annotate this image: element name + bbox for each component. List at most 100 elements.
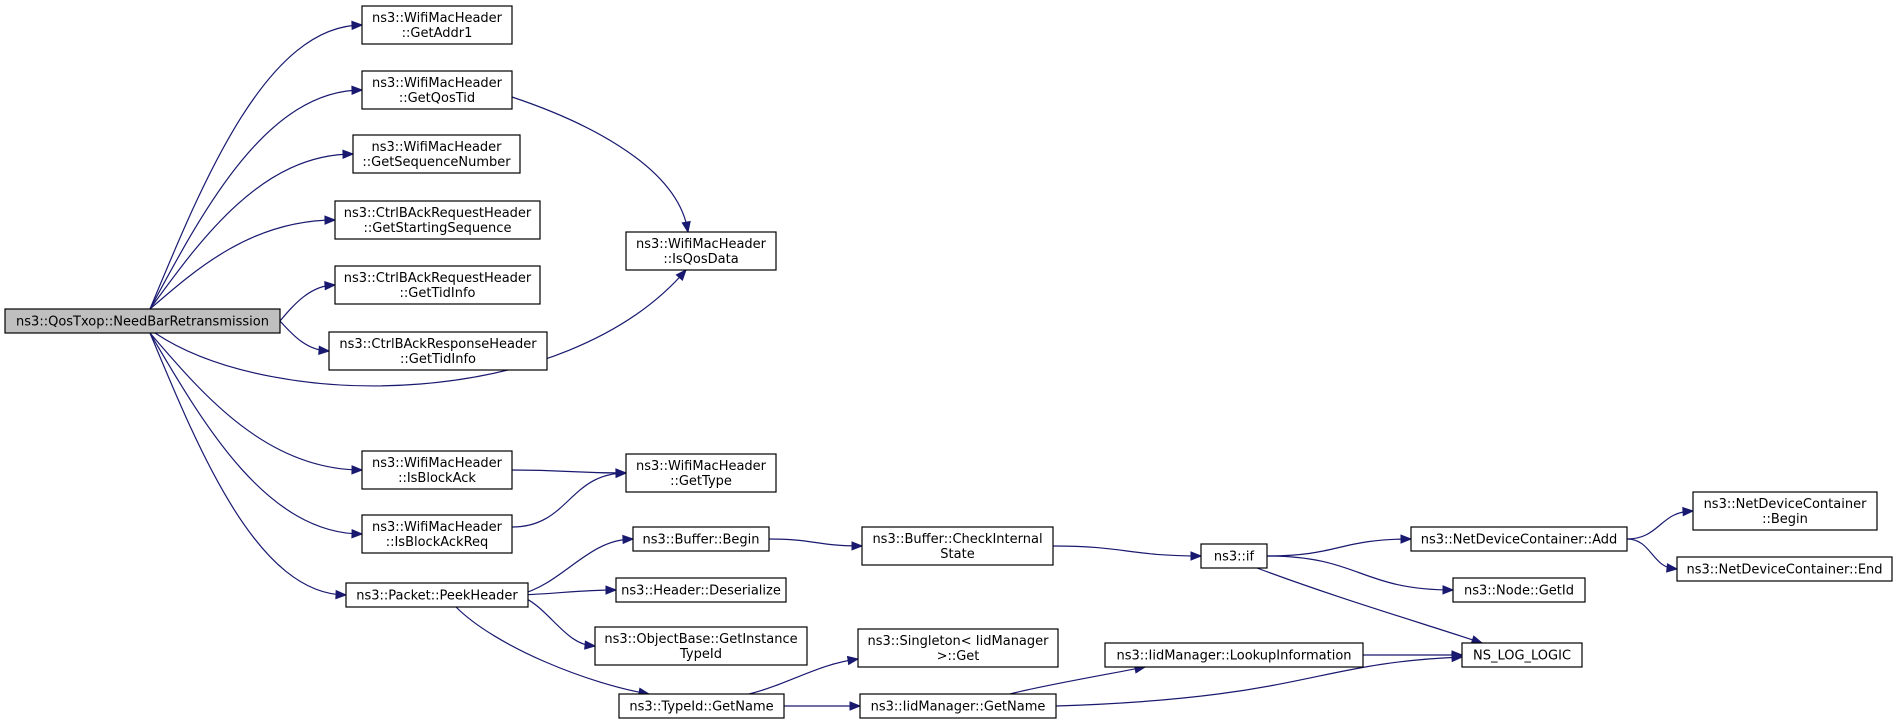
node-isblockackreq[interactable]: ns3::WifiMacHeader::IsBlockAckReq (361, 514, 513, 554)
node-label-line: ns3::CtrlBAckResponseHeader (339, 337, 537, 352)
edge-peekheader-to-bufbegin (517, 534, 635, 596)
arrowhead (351, 20, 364, 31)
edge-line (455, 606, 650, 695)
node-box (594, 626, 808, 666)
node-getaddr1[interactable]: ns3::WifiMacHeader::GetAddr1 (361, 5, 513, 45)
arrowhead (622, 534, 635, 545)
node-box (615, 577, 787, 603)
node-label-line: ns3::QosTxop::NeedBarRetransmission (16, 315, 269, 330)
node-getseqnum[interactable]: ns3::WifiMacHeader::GetSequenceNumber (352, 134, 521, 174)
node-reqtidinfo[interactable]: ns3::CtrlBAckRequestHeader::GetTidInfo (334, 265, 541, 305)
node-label-line: State (940, 547, 974, 562)
arrowhead (615, 468, 628, 479)
node-nsif[interactable]: ns3::if (1200, 543, 1268, 569)
node-isblockack[interactable]: ns3::WifiMacHeader::IsBlockAck (361, 450, 513, 490)
node-getqostid[interactable]: ns3::WifiMacHeader::GetQosTid (361, 70, 513, 110)
node-label-line: ns3::IidManager::GetName (871, 700, 1046, 715)
edge-line (768, 538, 863, 547)
edge-root-to-isblockackreq (149, 332, 364, 539)
node-iidgetname[interactable]: ns3::IidManager::GetName (859, 693, 1057, 719)
node-box (334, 200, 541, 240)
node-label-line: ns3::Packet::PeekHeader (356, 589, 518, 604)
node-label-line: ::GetAddr1 (402, 26, 473, 41)
node-box (861, 526, 1054, 566)
node-label-line: ::GetStartingSequence (364, 221, 512, 236)
arrowhead (1682, 506, 1695, 517)
node-label-line: ::GetSequenceNumber (362, 155, 511, 170)
edge-ndcadd-to-ndcbegin (1626, 506, 1695, 540)
node-label-line: ns3::WifiMacHeader (372, 456, 503, 471)
edge-ndcadd-to-ndcend (1626, 538, 1679, 573)
node-box (1200, 543, 1268, 569)
node-peekheader[interactable]: ns3::Packet::PeekHeader (345, 582, 529, 608)
node-nslog[interactable]: NS_LOG_LOGIC (1461, 642, 1583, 668)
edge-line (511, 472, 627, 528)
node-box (334, 265, 541, 305)
edge-isblockack-to-gettype (511, 468, 628, 478)
arrowhead (324, 215, 337, 225)
node-box (361, 70, 513, 110)
node-box (361, 450, 513, 490)
edge-line (154, 269, 687, 387)
node-label-line: ns3::WifiMacHeader (372, 520, 503, 535)
node-ndcbegin[interactable]: ns3::NetDeviceContainer::Begin (1692, 491, 1878, 531)
node-getstartseq[interactable]: ns3::CtrlBAckRequestHeader::GetStartingS… (334, 200, 541, 240)
node-label-line: ns3::WifiMacHeader (372, 76, 503, 91)
edge-line (511, 96, 689, 233)
edge-getqostid-to-isqosdata (511, 96, 691, 234)
edge-root-to-getqostid (149, 85, 364, 310)
edge-nsif-to-nslog (1256, 567, 1484, 645)
edge-isblockackreq-to-gettype (511, 468, 628, 528)
node-singletonget[interactable]: ns3::Singleton< IidManager >::Get (857, 628, 1059, 668)
node-typeidgetname[interactable]: ns3::TypeId::GetName (618, 693, 785, 719)
edge-line (1266, 538, 1412, 557)
node-lookupinfo[interactable]: ns3::IidManager::LookupInformation (1104, 642, 1364, 668)
node-ndcadd[interactable]: ns3::NetDeviceContainer::Add (1410, 526, 1628, 552)
arrowhead (1666, 563, 1679, 573)
node-resptidinfo[interactable]: ns3::CtrlBAckResponseHeader::GetTidInfo (328, 331, 548, 371)
edge-root-to-peekheader (149, 332, 348, 600)
node-label-line: ns3::TypeId::GetName (629, 700, 773, 715)
node-box (625, 231, 777, 271)
arrowhead (351, 529, 364, 539)
edge-line (149, 332, 347, 596)
edge-peekheader-to-deserialize (517, 585, 618, 596)
node-label-line: ::GetType (670, 474, 732, 489)
node-label-line: ns3::NetDeviceContainer::End (1686, 563, 1882, 578)
node-isqosdata[interactable]: ns3::WifiMacHeader::IsQosData (625, 231, 777, 271)
node-nodegetid[interactable]: ns3::Node::GetId (1452, 577, 1586, 603)
node-label-line: NS_LOG_LOGIC (1473, 649, 1571, 664)
node-gettype[interactable]: ns3::WifiMacHeader::GetType (625, 453, 777, 493)
node-box (361, 514, 513, 554)
node-label-line: TypeId (679, 647, 722, 662)
arrowhead (851, 541, 864, 551)
node-box (632, 526, 770, 552)
node-label-line: ::GetTidInfo (400, 352, 476, 367)
node-box (1410, 526, 1628, 552)
edge-line (279, 320, 330, 352)
node-bufbegin[interactable]: ns3::Buffer::Begin (632, 526, 770, 552)
edge-typeidgetname-to-iidgetname (784, 701, 862, 711)
arrowhead (335, 589, 348, 600)
edge-line (149, 24, 363, 310)
node-box (1676, 556, 1893, 582)
edge-line (511, 469, 627, 474)
node-ndcend[interactable]: ns3::NetDeviceContainer::End (1676, 556, 1893, 582)
node-label-line: ns3::Buffer::CheckInternal (872, 532, 1042, 547)
edge-line (1052, 545, 1202, 557)
node-box (352, 134, 521, 174)
arrowhead (605, 585, 618, 595)
edge-line (1009, 666, 1146, 695)
node-deserialize[interactable]: ns3::Header::Deserialize (615, 577, 787, 603)
edge-line (149, 153, 354, 310)
edge-line (748, 658, 859, 695)
node-label-line: ns3::WifiMacHeader (371, 140, 502, 155)
node-label-line: ns3::Node::GetId (1464, 584, 1574, 599)
node-label-line: ::GetTidInfo (400, 286, 476, 301)
edge-line (1055, 656, 1463, 707)
node-label-line: ns3::Header::Deserialize (621, 584, 781, 599)
edge-iidgetname-to-lookupinfo (1009, 664, 1147, 695)
